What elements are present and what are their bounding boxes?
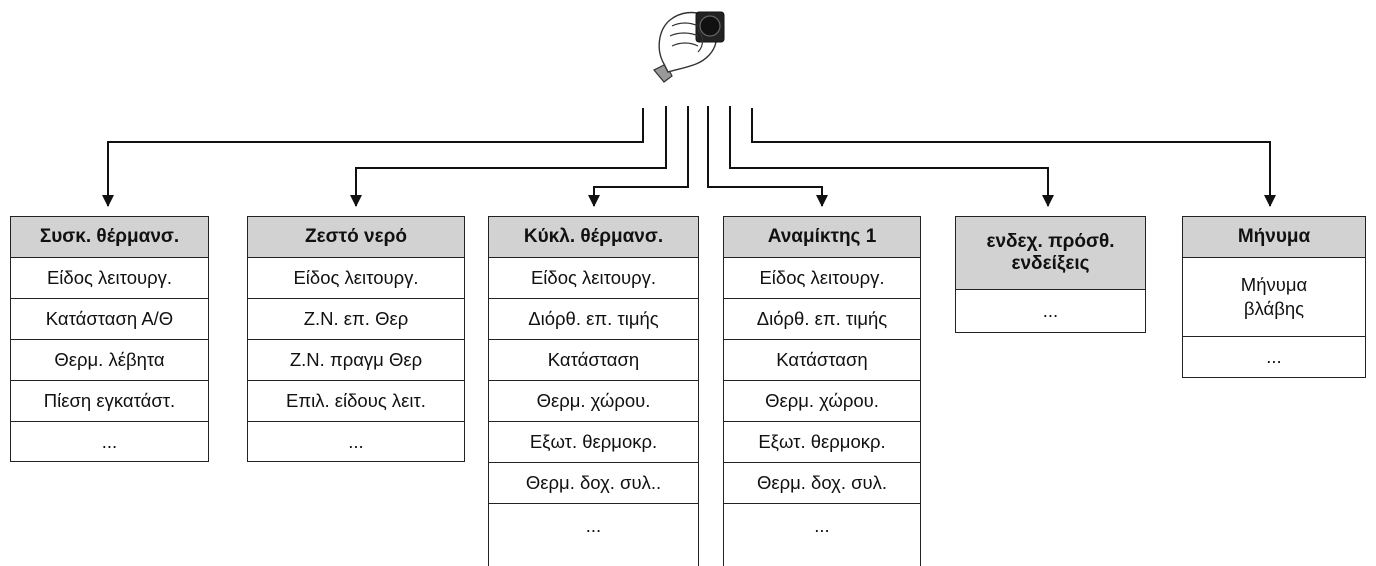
menu-item-more[interactable]: ... xyxy=(1042,300,1059,321)
menu-item[interactable]: Διόρθ. επ. τιμής xyxy=(489,299,698,340)
menu-item-more[interactable]: ... xyxy=(814,515,830,536)
menu-title[interactable]: Κύκλ. θέρμανσ. xyxy=(489,217,698,258)
menu-item-more[interactable]: ... xyxy=(585,515,602,536)
menu-item[interactable]: Εξωτ. θερμοκρ. xyxy=(724,422,920,463)
connector-to-menu-2 xyxy=(350,106,667,207)
connector-to-menu-6 xyxy=(751,108,1276,207)
menu-item[interactable]: Κατάσταση xyxy=(489,340,698,381)
menu-item[interactable]: Ζ.Ν. πραγμ Θερ xyxy=(248,340,464,381)
menu-item[interactable]: Εξωτ. θερμοκρ. xyxy=(489,422,698,463)
menu-item[interactable]: Ζ.Ν. επ. Θερ xyxy=(248,299,464,340)
menu-title[interactable]: Μήνυμα xyxy=(1183,217,1365,258)
connector-to-menu-5 xyxy=(729,106,1054,207)
connector-to-menu-3 xyxy=(588,106,689,207)
menu-item[interactable]: Θερμ. χώρου. xyxy=(489,381,698,422)
menu-item[interactable]: Είδος λειτουργ. xyxy=(489,258,698,299)
menu-item[interactable]: Είδος λειτουργ. xyxy=(248,258,464,299)
connector-to-menu-4 xyxy=(707,106,828,207)
menu-title-line: ενδείξεις xyxy=(1011,253,1090,274)
menu-item[interactable]: Πίεση εγκατάστ. xyxy=(11,381,208,422)
menu-item-more[interactable]: ... xyxy=(348,430,364,452)
menu-title[interactable]: ενδεχ. πρόσθ. ενδείξεις xyxy=(956,217,1145,290)
menu-mixer-1: Αναμίκτης 1 Είδος λειτουργ. Διόρθ. επ. τ… xyxy=(723,216,921,566)
menu-item[interactable]: Κατάσταση Α/Θ xyxy=(11,299,208,340)
menu-heating-circuit: Κύκλ. θέρμανσ. Είδος λειτουργ. Διόρθ. επ… xyxy=(488,216,699,566)
menu-item[interactable]: Επιλ. είδους λειτ. xyxy=(248,381,464,422)
menu-title[interactable]: Αναμίκτης 1 xyxy=(724,217,920,258)
menu-message: Μήνυμα Μήνυμα βλάβης ... xyxy=(1182,216,1366,378)
menu-item-line: βλάβης xyxy=(1243,298,1305,319)
menu-item-line: Μήνυμα xyxy=(1240,274,1308,295)
menu-additional-indications: ενδεχ. πρόσθ. ενδείξεις ... xyxy=(955,216,1146,333)
menu-title[interactable]: Συσκ. θέρμανσ. xyxy=(11,217,208,258)
menu-item[interactable]: Θερμ. λέβητα xyxy=(11,340,208,381)
menu-heating-device: Συσκ. θέρμανσ. Είδος λειτουργ. Κατάσταση… xyxy=(10,216,209,462)
menu-item-more[interactable]: ... xyxy=(101,430,118,452)
menu-item[interactable]: Θερμ. χώρου. xyxy=(724,381,920,422)
hand-knob-icon xyxy=(653,11,725,83)
menu-hot-water: Ζεστό νερό Είδος λειτουργ. Ζ.Ν. επ. Θερ … xyxy=(247,216,465,462)
menu-title[interactable]: Ζεστό νερό xyxy=(248,217,464,258)
menu-item-more[interactable]: ... xyxy=(1266,346,1282,367)
menu-item[interactable]: Θερμ. δοχ. συλ.. xyxy=(489,463,698,504)
menu-item[interactable]: Είδος λειτουργ. xyxy=(11,258,208,299)
connector-to-menu-1 xyxy=(102,108,644,207)
menu-item[interactable]: Διόρθ. επ. τιμής xyxy=(724,299,920,340)
menu-item[interactable]: Θερμ. δοχ. συλ. xyxy=(724,463,920,504)
menu-item[interactable]: Είδος λειτουργ. xyxy=(724,258,920,299)
menu-title-line: ενδεχ. πρόσθ. xyxy=(986,231,1115,252)
menu-item[interactable]: Κατάσταση xyxy=(724,340,920,381)
menu-item-fault-message[interactable]: Μήνυμα βλάβης xyxy=(1183,258,1365,337)
